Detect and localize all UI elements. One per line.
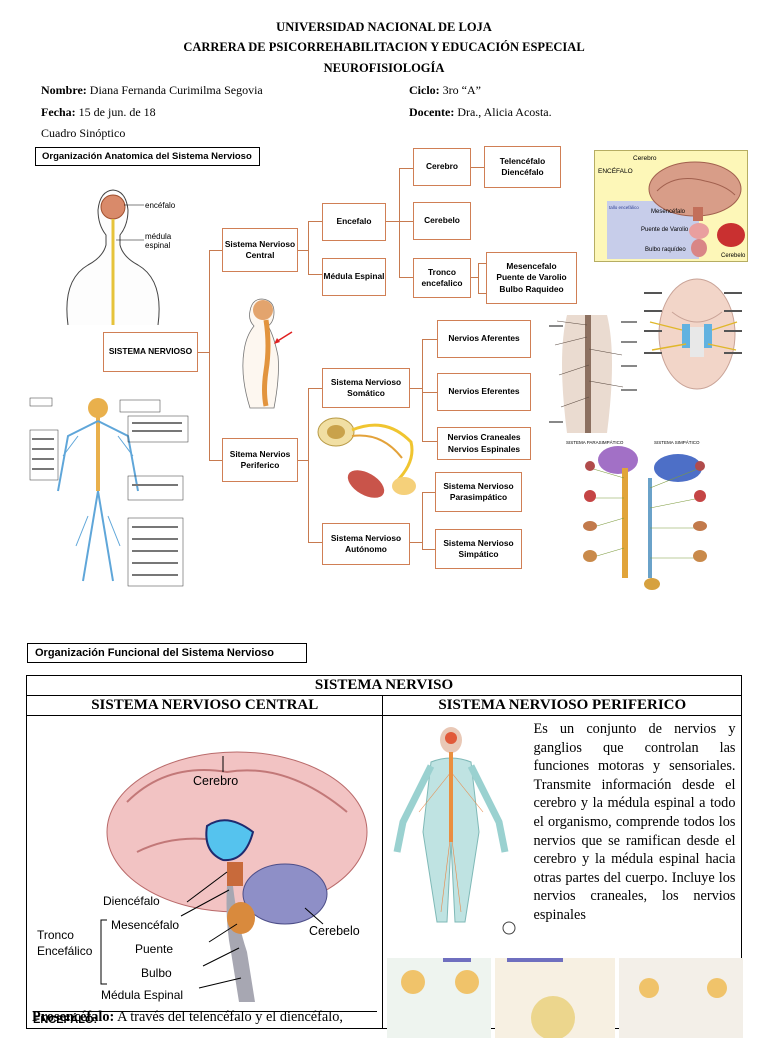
body-nerves-diagram xyxy=(28,396,190,588)
teacher-value: Dra., Alicia Acosta. xyxy=(457,105,552,119)
career-title: CARRERA DE PSICORREHABILITACION Y EDUCAC… xyxy=(183,40,585,54)
date-line: Fecha: 15 de jun. de 18 xyxy=(41,105,156,120)
functional-table: SISTEMA NERVISO SISTEMA NERVIOSO CENTRAL… xyxy=(25,675,744,1038)
prosencefalo-text: A través del telencéfalo y el diencéfalo… xyxy=(114,1009,343,1025)
brain-cerebelo-label: Cerebelo xyxy=(721,253,746,259)
profile-spine-figure xyxy=(230,296,300,411)
box-tronco: Tronco encefalico xyxy=(413,258,471,298)
box-tronco-parts: Mesencefalo Puente de Varolio Bulbo Raqu… xyxy=(486,252,577,304)
functional-section-title: Organización Funcional del Sistema Nervi… xyxy=(27,643,307,663)
box-somatico: Sistema Nervioso Somático xyxy=(322,368,410,408)
date-value: 15 de jun. de 18 xyxy=(78,105,156,119)
box-cerebro: Cerebro xyxy=(413,148,471,186)
cycle-label: Ciclo: xyxy=(409,83,440,97)
mesencefalo-label: Mesencefalo xyxy=(506,260,557,271)
somatic-reflex-figure xyxy=(316,412,422,507)
central-cell: Cerebro Diencéfalo Mesencéfalo Tronco En… xyxy=(25,715,384,1029)
col-periferico-header: SISTEMA NERVIOSO PERIFERICO xyxy=(382,695,742,716)
cycle-value: 3ro “A” xyxy=(442,83,481,97)
periferico-description: Es un conjunto de nervios y ganglios que… xyxy=(533,721,736,923)
espinales-label: Nervios Espinales xyxy=(447,443,521,454)
name-value: Diana Fernanda Curimilma Segovia xyxy=(89,83,263,97)
body-espinal-label: espinal xyxy=(145,241,171,250)
bulbo-label: Bulbo Raquideo xyxy=(499,283,564,294)
puente-label: Puente de Varolio xyxy=(496,272,567,283)
subject-title: NEUROFISIOLOGÍA xyxy=(323,61,445,75)
university-title: UNIVERSIDAD NACIONAL DE LOJA xyxy=(276,20,492,34)
prosencefalo-label: Prosencéfalo: xyxy=(32,1009,115,1025)
brain-sagittal-figure: Cerebro ENCÉFALO Mesencéfalo Puente de V… xyxy=(594,150,748,262)
name-line: Nombre: Diana Fernanda Curimilma Segovia xyxy=(41,83,263,98)
box-snp: Sitema Nervios Periferico xyxy=(222,438,298,482)
central-cerebro-label: Cerebro xyxy=(193,774,239,788)
box-eferentes: Nervios Eferentes xyxy=(437,373,531,411)
encefalo-heading: ENCEFÁLO: xyxy=(33,1014,98,1026)
box-craneales-espinales: Nervios Craneales Nervios Espinales xyxy=(437,427,531,460)
body-cns-figure: encéfalo médula espinal xyxy=(48,185,198,325)
box-cerebelo: Cerebelo xyxy=(413,202,471,240)
chain-para-label: SISTEMA PARASIMPÁTICO xyxy=(566,439,624,445)
chain-simp-label: SISTEMA SIMPÁTICO xyxy=(654,439,700,445)
date-label: Fecha: xyxy=(41,105,76,119)
periferico-cell: Es un conjunto de nervios y ganglios que… xyxy=(382,715,744,1038)
brain-puente-label: Puente de Varolio xyxy=(641,227,689,233)
central-encefalico-label: Encefálico xyxy=(37,944,93,958)
diencefalo-label: Diencéfalo xyxy=(501,167,544,177)
box-snc: Sistema Nervioso Central xyxy=(222,228,298,272)
brain-tallo-label: tallo encefálico xyxy=(609,205,639,210)
telencefalo-label: Telencéfalo xyxy=(499,155,546,166)
cycle-line: Ciclo: 3ro “A” xyxy=(409,83,481,98)
box-medula: Médula Espinal xyxy=(322,258,386,296)
brain-cerebro-label: Cerebro xyxy=(633,155,657,162)
brain-base-figure xyxy=(642,272,744,402)
central-mesencefalo-label: Mesencéfalo xyxy=(111,918,180,932)
central-diencefalo-label: Diencéfalo xyxy=(103,894,160,908)
prosencefalo-line: Prosencéfalo: A través del telencéfalo y… xyxy=(32,1009,388,1026)
central-brain-figure xyxy=(100,751,368,1002)
peripheral-plates-figure xyxy=(387,958,744,1038)
table-title: SISTEMA NERVISO xyxy=(26,675,742,696)
root-sistema-nervioso: SISTEMA NERVIOSO xyxy=(103,332,198,372)
col-central-header: SISTEMA NERVIOSO CENTRAL xyxy=(25,695,384,716)
box-parasimpatico: Sistema Nervioso Parasimpático xyxy=(435,472,522,512)
central-cerebelo-label: Cerebelo xyxy=(309,924,360,938)
box-encefalo: Encefalo xyxy=(322,203,386,241)
body-medula-label: médula xyxy=(145,232,172,241)
central-tronco-label: Tronco xyxy=(37,928,74,942)
central-medula-label: Médula Espinal xyxy=(101,988,184,1002)
doc-type: Cuadro Sinóptico xyxy=(41,126,126,140)
spinal-nerves-figure xyxy=(547,315,639,433)
brain-encefalo-label: ENCÉFALO xyxy=(598,166,633,175)
box-autonomo: Sistema Nervioso Autónomo xyxy=(322,523,410,565)
body-encefalo-label: encéfalo xyxy=(145,201,176,210)
anatomic-section-title: Organización Anatomica del Sistema Nervi… xyxy=(35,147,260,166)
box-aferentes: Nervios Aferentes xyxy=(437,320,531,358)
teacher-line: Docente: Dra., Alicia Acosta. xyxy=(409,105,552,120)
brain-mesencefalo-label: Mesencéfalo xyxy=(651,209,686,215)
autonomic-chain-figure: SISTEMA PARASIMPÁTICO SISTEMA SIMPÁTICO xyxy=(560,438,746,596)
central-puente-label: Puente xyxy=(135,942,174,956)
craneales-label: Nervios Craneales xyxy=(447,432,521,443)
name-label: Nombre: xyxy=(41,83,87,97)
box-telen-dien: Telencéfalo Diencéfalo xyxy=(484,146,561,188)
peripheral-body-figure xyxy=(394,727,516,935)
box-simpatico: Sistema Nervioso Simpático xyxy=(435,529,522,569)
brain-bulbo-label: Bulbo raquídeo xyxy=(645,247,686,253)
central-bulbo-label: Bulbo xyxy=(141,966,172,980)
teacher-label: Docente: xyxy=(409,105,455,119)
